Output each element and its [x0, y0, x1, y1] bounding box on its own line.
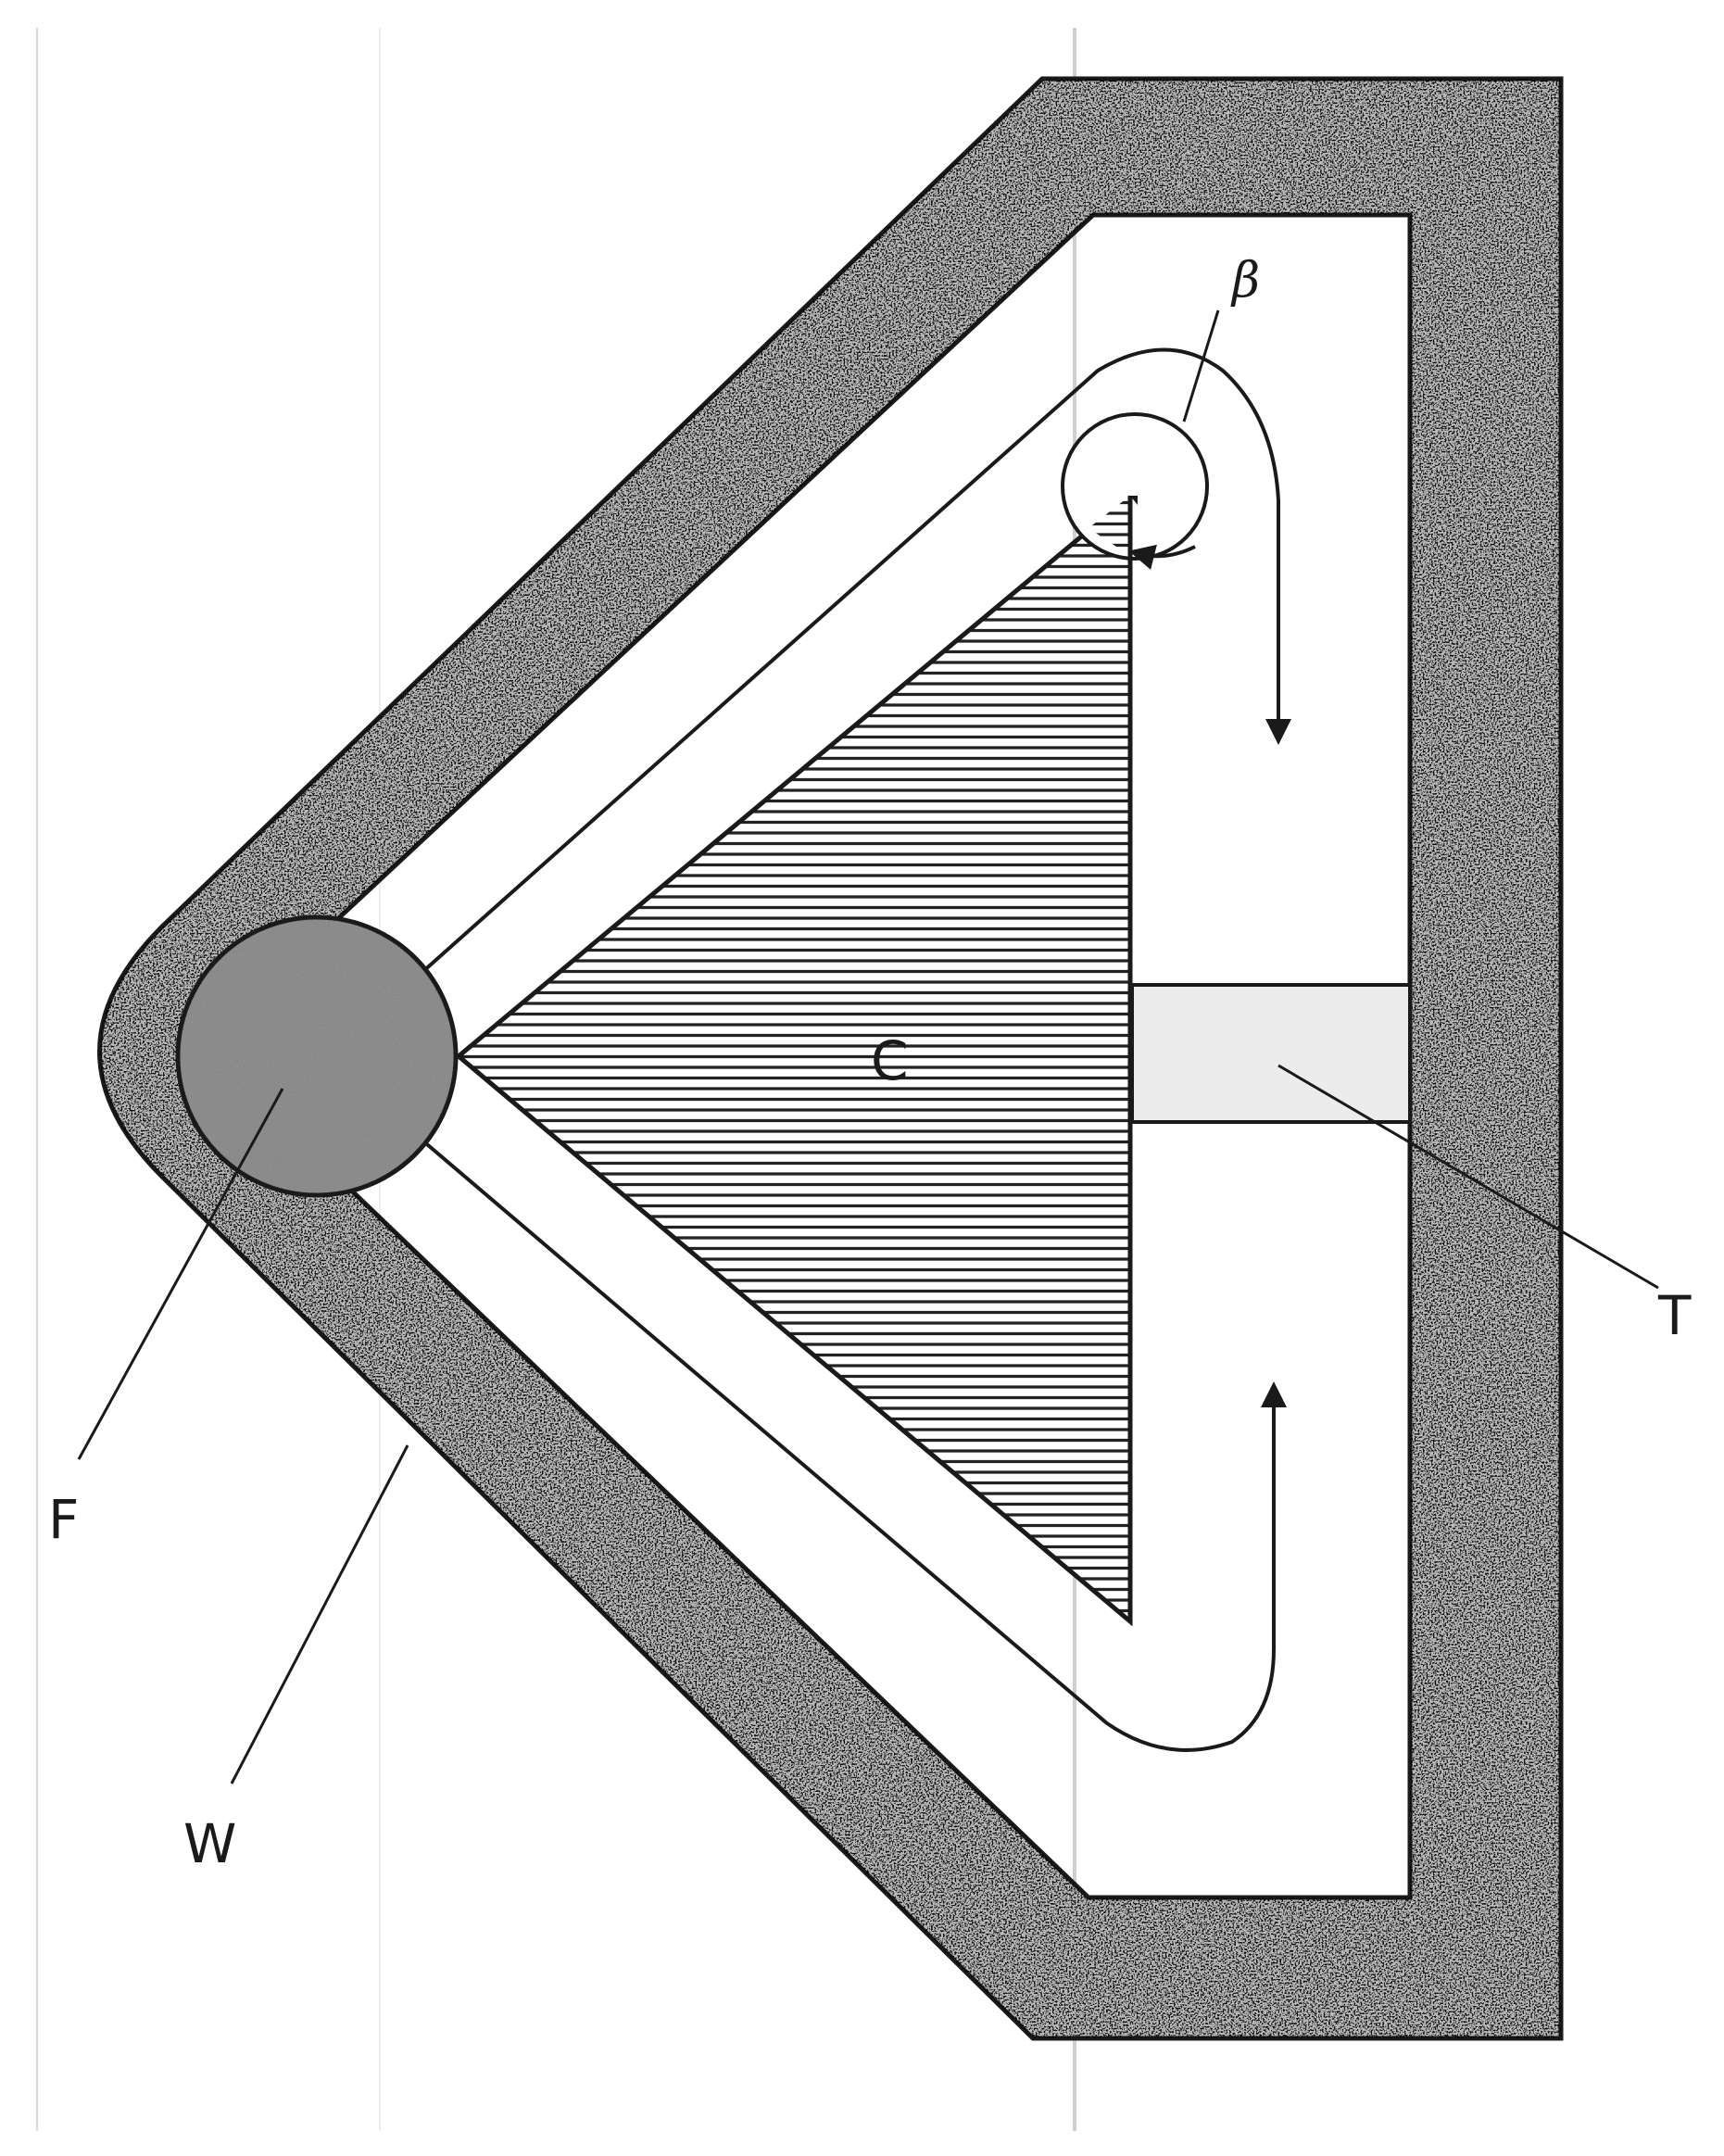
label-f: F [48, 1488, 79, 1551]
beta-loop-circle [1061, 412, 1209, 561]
label-beta: β [1230, 253, 1260, 309]
leader-w [230, 1444, 409, 1784]
beta-leader [1182, 309, 1220, 422]
label-c: C [871, 1029, 909, 1092]
label-w: W [183, 1812, 236, 1875]
flow-channel [420, 347, 1280, 1752]
leader-t [1277, 1064, 1659, 1290]
label-t: T [1657, 1284, 1692, 1347]
beta-arrow [1128, 544, 1196, 570]
leader-f [77, 1088, 284, 1460]
focus-disc [175, 914, 459, 1198]
target [1130, 983, 1412, 1124]
